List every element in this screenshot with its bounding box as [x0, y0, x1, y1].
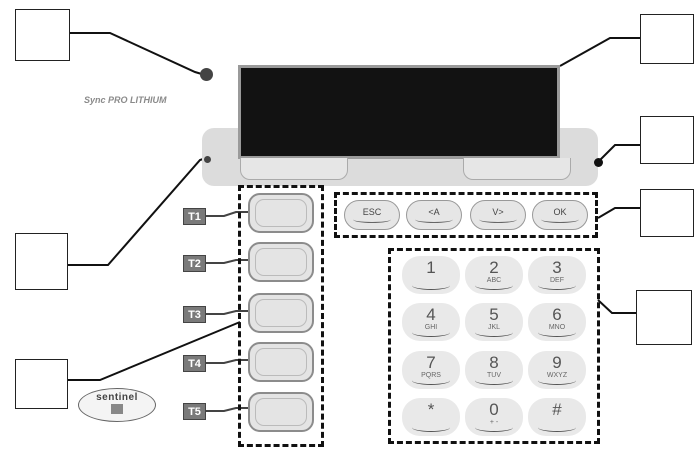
t5-key[interactable]: [248, 392, 314, 432]
key-6-letters: MNO: [548, 324, 566, 331]
key-8-letters: TUV: [487, 372, 501, 379]
t2-key[interactable]: [248, 242, 314, 282]
key-star-digit: *: [427, 400, 435, 419]
callout-box-keypad: [636, 290, 692, 345]
leader-t3: [206, 310, 248, 315]
t1-key[interactable]: [248, 193, 314, 233]
leader-t1: [206, 211, 248, 217]
key-3-digit: 3: [552, 258, 562, 277]
callout-box-status-led: [640, 116, 694, 164]
key-7-letters: PQRS: [421, 372, 441, 379]
key-2-letters: ABC: [486, 277, 502, 284]
display-tab-left: [240, 158, 348, 180]
callout-box-panel-led: [15, 233, 68, 290]
t4-key[interactable]: [248, 342, 314, 382]
key-4-digit: 4: [426, 305, 436, 324]
leader-line-led: [70, 32, 206, 76]
status-led: [594, 158, 603, 167]
leader-t5: [206, 407, 248, 412]
callout-box-led: [15, 9, 70, 61]
sentinel-logo: sentinel: [78, 388, 156, 422]
key-9-letters: WXYZ: [546, 372, 568, 379]
leader-t2: [206, 259, 248, 264]
sentinel-emblem-icon: [111, 404, 123, 414]
leader-line-keypad: [597, 299, 636, 314]
nav-keys-group: [334, 192, 598, 238]
key-9-digit: 9: [552, 353, 562, 372]
panel-led: [204, 156, 211, 163]
leader-line-nav-keys: [597, 207, 640, 219]
callout-box-nav-keys: [640, 189, 694, 237]
key-hash-digit: #: [552, 400, 562, 419]
key-0-digit: 0: [489, 400, 499, 419]
callout-box-tkeys: [15, 359, 68, 409]
leader-t4: [206, 359, 248, 364]
lcd-display: [238, 65, 560, 159]
brand-label: Sync PRO LITHIUM: [84, 95, 167, 105]
callout-box-display: [640, 14, 694, 64]
key-1[interactable]: 1: [402, 256, 460, 294]
key-8-digit: 8: [489, 353, 499, 372]
key-7-digit: 7: [426, 353, 436, 372]
tkeys-group: [238, 185, 324, 447]
key-6-digit: 6: [552, 305, 562, 324]
key-star[interactable]: *: [402, 398, 460, 436]
key-5-digit: 5: [489, 305, 499, 324]
key-5-letters: JKL: [487, 324, 501, 331]
leader-line-tkeys: [68, 321, 241, 381]
t4-label: T4: [183, 355, 206, 372]
t5-label: T5: [183, 403, 206, 420]
sentinel-label: sentinel: [96, 392, 138, 403]
key-2-digit: 2: [489, 258, 499, 277]
down-right-key[interactable]: V>: [470, 200, 526, 230]
keypad-group: [388, 248, 600, 444]
display-tab-right: [463, 158, 571, 180]
leader-line-display: [559, 37, 640, 67]
t3-label: T3: [183, 306, 206, 323]
t3-key[interactable]: [248, 293, 314, 333]
key-0[interactable]: 0+ -: [465, 398, 523, 436]
ok-key[interactable]: OK: [532, 200, 588, 230]
left-up-key[interactable]: <A: [406, 200, 462, 230]
esc-key[interactable]: ESC: [344, 200, 400, 230]
key-0-letters: + -: [489, 419, 499, 426]
key-4-letters: GHI: [424, 324, 438, 331]
power-led: [200, 68, 213, 81]
t1-label: T1: [183, 208, 206, 225]
t2-label: T2: [183, 255, 206, 272]
leader-line-status-led: [597, 144, 640, 163]
key-1-digit: 1: [426, 258, 436, 277]
key-hash[interactable]: #: [528, 398, 586, 436]
key-3-letters: DEF: [550, 277, 564, 284]
